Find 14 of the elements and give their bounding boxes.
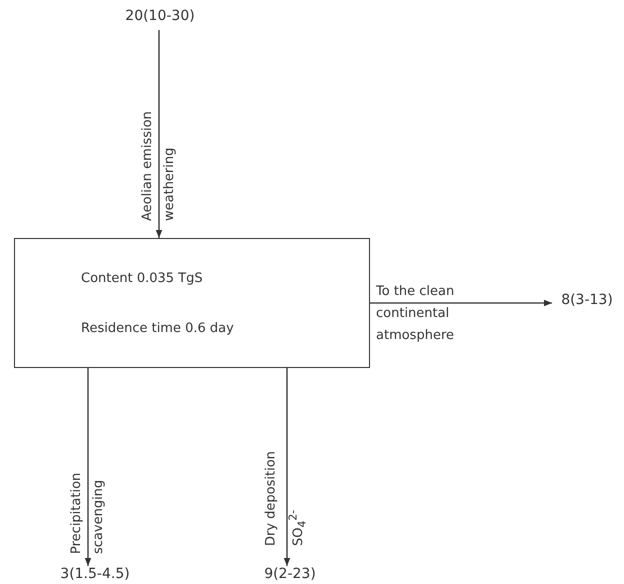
residence-time-text: Residence time 0.6 day (81, 321, 234, 336)
edge-label: Precipitation scavenging (68, 472, 107, 554)
reservoir-box (14, 238, 370, 368)
edge-label: Aeolian emission weathering (139, 110, 178, 221)
content-text: Content 0.035 TgS (81, 271, 203, 286)
flux-value: 3(1.5-4.5) (40, 566, 150, 584)
flux-arrow (284, 368, 290, 566)
flux-value: 8(3-13) (552, 292, 622, 314)
flux-value: 20(10-30) (105, 8, 215, 30)
flux-value: 9(2-23) (240, 566, 340, 584)
edge-label: To the clean continental atmosphere (376, 283, 456, 345)
flux-arrow (156, 30, 162, 238)
flux-arrow (370, 300, 552, 306)
flux-arrow (84, 368, 92, 566)
